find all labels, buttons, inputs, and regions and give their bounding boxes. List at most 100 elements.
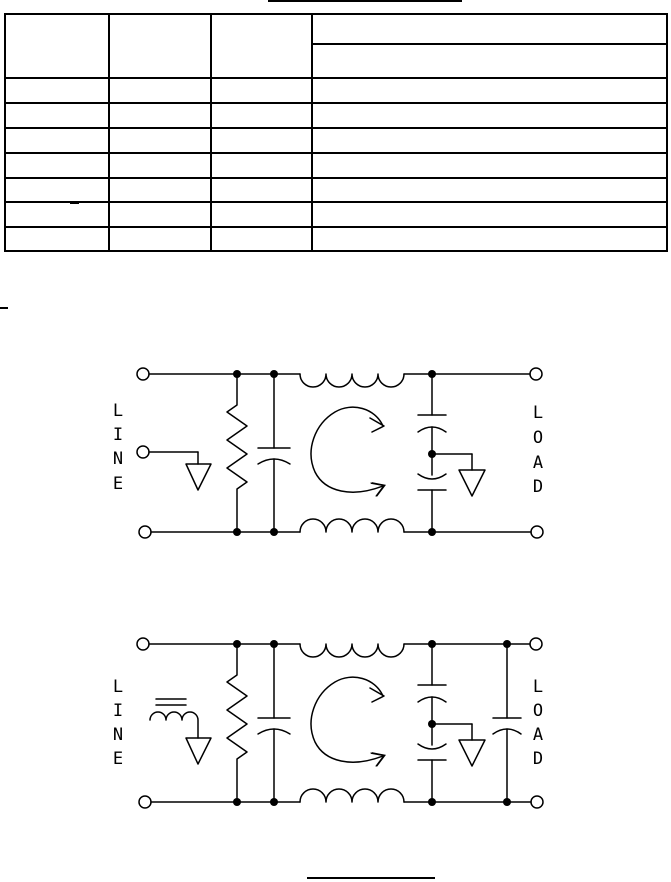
table-cell xyxy=(4,177,110,203)
junction-dot xyxy=(233,370,241,378)
bottom-inductor xyxy=(299,518,405,533)
top-inductor xyxy=(299,373,405,388)
load-terminal xyxy=(529,367,543,381)
ground-symbol xyxy=(458,469,486,497)
junction-dot xyxy=(270,528,278,536)
load-label-char: O xyxy=(533,701,543,721)
line-label-char: N xyxy=(113,725,123,745)
table-cell xyxy=(210,226,313,252)
table-header-cell xyxy=(210,13,313,79)
load-terminal xyxy=(530,795,544,809)
line-label-char: L xyxy=(113,401,123,421)
table-cell xyxy=(210,77,313,104)
junction-dot xyxy=(428,528,436,536)
load-label-char: A xyxy=(533,453,543,473)
line-label-char: I xyxy=(113,701,123,721)
load-label-char: D xyxy=(533,477,543,497)
resistor xyxy=(226,643,248,803)
table-row xyxy=(4,226,668,252)
table-header-cell xyxy=(4,13,110,79)
load-label-char: D xyxy=(533,749,543,769)
line-terminal xyxy=(136,367,150,381)
table-cell xyxy=(108,226,212,252)
table-row xyxy=(4,201,668,228)
junction-dot xyxy=(428,720,436,728)
table-cell xyxy=(210,201,313,228)
filter-schematic-2: L I N E L O A D xyxy=(113,637,544,809)
capacitor-plate xyxy=(417,743,447,750)
junction-dot xyxy=(503,640,511,648)
table-cell xyxy=(210,127,313,154)
bottom-inductor xyxy=(299,788,405,803)
table-cell xyxy=(4,127,110,154)
current-loop-arrow xyxy=(310,406,383,492)
table-row xyxy=(4,77,668,104)
table-header-cell xyxy=(108,13,212,79)
junction-dot xyxy=(233,798,241,806)
resistor xyxy=(226,373,248,533)
ground-symbol xyxy=(185,737,212,765)
table-cell xyxy=(4,77,110,104)
table-header-row-2 xyxy=(5,43,668,79)
table-row xyxy=(4,102,668,129)
table-cell xyxy=(108,201,212,228)
junction-dot xyxy=(503,798,511,806)
capacitor-plate xyxy=(417,473,447,480)
choke-ground-symbol xyxy=(149,711,199,739)
junction-dot xyxy=(428,370,436,378)
table-cell xyxy=(108,127,212,154)
table-cell xyxy=(4,102,110,129)
line-terminal xyxy=(136,637,150,651)
line-label-char: L xyxy=(113,677,123,697)
junction-dot xyxy=(428,798,436,806)
junction-dot xyxy=(233,640,241,648)
table-cell xyxy=(311,201,668,228)
current-loop-arrow xyxy=(310,676,383,762)
stray-mark xyxy=(0,307,8,309)
load-terminal xyxy=(530,525,544,539)
line-label-char: N xyxy=(113,449,123,469)
table-cell xyxy=(311,102,668,129)
junction-dot xyxy=(428,640,436,648)
line-label-char: E xyxy=(113,474,123,494)
table-cell xyxy=(311,177,668,203)
table-cell xyxy=(108,152,212,179)
table-row xyxy=(4,127,668,154)
table-header-row-1 xyxy=(4,13,668,79)
table-cell xyxy=(311,127,668,154)
load-label-char: A xyxy=(533,725,543,745)
line-label-char: E xyxy=(113,749,123,769)
ground-symbol xyxy=(458,739,486,767)
table-cell xyxy=(108,102,212,129)
top-inductor xyxy=(299,643,405,658)
table-cell xyxy=(4,201,110,228)
table-cell xyxy=(210,102,313,129)
table-row xyxy=(4,177,668,203)
line-terminal xyxy=(138,795,152,809)
spec-table xyxy=(4,13,668,252)
line-terminal xyxy=(138,525,152,539)
table-header-cell xyxy=(311,43,668,79)
junction-dot xyxy=(270,640,278,648)
line-label-char: I xyxy=(113,425,123,445)
table-row xyxy=(4,152,668,179)
stray-mark xyxy=(70,202,79,204)
table-cell xyxy=(4,152,110,179)
table-cell xyxy=(311,226,668,252)
table-header-cell xyxy=(311,13,668,45)
load-terminal xyxy=(529,637,543,651)
table-cell xyxy=(108,177,212,203)
load-label-char: L xyxy=(533,403,543,423)
table-cell xyxy=(210,177,313,203)
junction-dot xyxy=(270,370,278,378)
caption-underline xyxy=(307,877,435,879)
line-terminal xyxy=(136,445,150,459)
junction-dot xyxy=(428,450,436,458)
junction-dot xyxy=(270,798,278,806)
load-label-char: L xyxy=(533,677,543,697)
title-underline xyxy=(268,0,462,2)
filter-schematic-1: L I N E L O A D xyxy=(113,367,544,539)
load-label-char: O xyxy=(533,428,543,448)
table-cell xyxy=(311,152,668,179)
table-cell xyxy=(210,152,313,179)
